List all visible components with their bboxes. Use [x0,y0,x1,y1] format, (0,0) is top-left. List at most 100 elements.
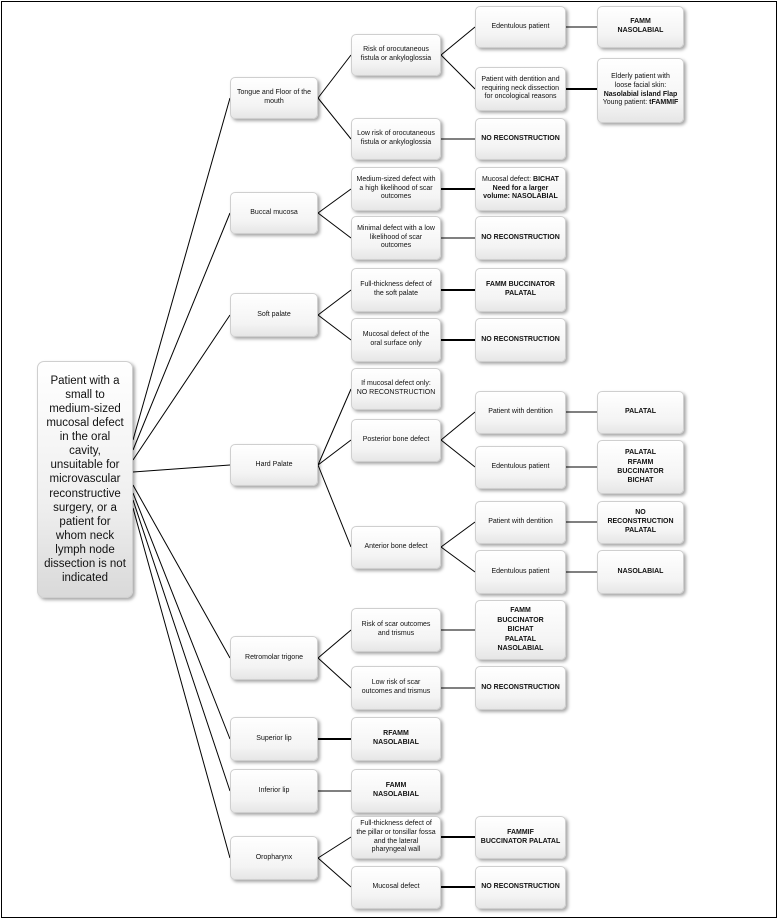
edge-ant-edent [440,546,476,573]
outcome-post-edentulous-line4: BICHAT [627,477,654,485]
outcome-retro-risk-line1: FAMM [510,607,531,615]
cond-buccal-medium-label: Medium-sized defect with a high likeliho… [356,175,436,201]
edge-tongue-low [317,97,352,140]
site-superior-lip: Superior lip [230,717,318,761]
outcome-superior-lip: RFAMM NASOLABIAL [351,717,441,761]
outcome-tongue-dentition: Elderly patient with loose facial skin: … [597,58,684,123]
outcome-tongue-low-label: NO RECONSTRUCTION [481,134,560,142]
site-hard-palate-label: Hard Palate [255,460,293,468]
patient-post-dentition-label: Patient with dentition [488,408,553,416]
cond-buccal-medium: Medium-sized defect with a high likeliho… [351,167,441,211]
outcome-tongue-edentulous: FAMM NASOLABIAL [597,6,684,48]
outcome-tongue-young: Young patient: tFAMMIF [603,99,679,108]
outcome-buccal-medium-line1: Mucosal defect: BICHAT [482,176,559,185]
cond-hard-mucosal: If mucosal defect only: NO RECONSTRUCTIO… [351,368,441,410]
cond-tongue-risk-label: Risk of orocutaneous fistula or ankylogl… [360,46,432,62]
cond-oro-full-label: Full-thickness defect of the pillar or t… [356,820,436,854]
outcome-buccal-minimal: NO RECONSTRUCTION [475,216,566,260]
site-hard-palate: Hard Palate [230,444,318,486]
outcome-buccal-medium: Mucosal defect: BICHAT Need for a larger… [475,167,566,211]
outcome-retro-risk: FAMM BUCCINATOR BICHAT PALATAL NASOLABIA… [475,600,566,660]
cond-soft-full-label: Full-thickness defect of the soft palate [360,281,432,297]
edge-root-hard [132,464,231,473]
patient-tongue-dentition: Patient with dentition and requiring nec… [475,67,566,111]
edge-root-suplip [132,492,231,740]
cond-soft-mucosal-label: Mucosal defect of the oral surface only [362,331,430,347]
edge-retro-low [317,657,352,689]
outcome-tongue-young-prefix: Young patient: [602,99,650,107]
outcome-tongue-elderly-flap: Nasolabial island Flap [603,90,678,98]
edge-hard-anterior [317,464,352,548]
outcome-retro-low: NO RECONSTRUCTION [475,666,566,710]
site-retromolar-label: Retromolar trigone [245,653,303,661]
site-buccal-label: Buccal mucosa [250,208,298,216]
edge-retro-risk [317,629,352,659]
patient-ant-dentition-label: Patient with dentition [488,518,553,526]
cond-retro-low: Low risk of scar outcomes and trismus [351,666,441,710]
outcome-ant-dentition-line1: NO RECONSTRUCTION [607,509,674,526]
patient-tongue-edentulous-label: Edentulous patient [491,22,550,30]
site-oropharynx: Oropharynx [230,836,318,880]
outcome-soft-full: FAMM BUCCINATOR PALATAL [475,268,566,312]
site-retromolar: Retromolar trigone [230,636,318,680]
outcome-retro-risk-line2: BUCCINATOR [497,616,544,624]
edge-tonguerisk-edent [440,26,476,56]
outcome-oro-mucosal: NO RECONSTRUCTION [475,866,566,909]
outcome-retro-low-label: NO RECONSTRUCTION [481,683,560,691]
edge-hard-mucosal [317,388,352,466]
cond-tongue-risk: Risk of orocutaneous fistula or ankylogl… [351,34,441,76]
patient-ant-edentulous-label: Edentulous patient [491,567,550,575]
edge-oro-full [317,836,352,859]
outcome-ant-dentition-line2: PALATAL [624,526,657,534]
outcome-inferior-lip-line2: NASOLABIAL [373,791,419,798]
site-soft-palate-label: Soft palate [257,310,291,318]
outcome-superior-lip-line1: RFAMM [383,730,409,738]
outcome-post-dentition-label: PALATAL [624,408,657,416]
cond-hard-anterior-label: Anterior bone defect [364,543,428,551]
cond-oro-mucosal-label: Mucosal defect [372,883,420,891]
outcome-buccal-mucosal-prefix: Mucosal defect: [482,175,534,183]
outcome-post-edentulous: PALATAL RFAMM BUCCINATOR BICHAT [597,440,684,494]
edge-ant-dent [440,521,476,548]
edge-tongue-risk [317,54,352,99]
site-superior-lip-label: Superior lip [256,734,292,742]
edge-root-inflip [132,499,231,792]
cond-retro-risk: Risk of scar outcomes and trismus [351,608,441,652]
patient-ant-dentition: Patient with dentition [475,501,566,544]
outcome-ant-edentulous: NASOLABIAL [597,550,684,594]
edge-soft-full [317,289,352,316]
outcome-soft-mucosal: NO RECONSTRUCTION [475,318,566,362]
outcome-post-edentulous-line1: PALATAL [624,449,657,457]
outcome-tongue-edentulous-line2: NASOLABIAL [617,27,664,34]
outcome-oro-full-line1: FAMMIF [507,828,534,836]
outcome-retro-risk-line5: NASOLABIAL [497,645,544,653]
edge-root-soft [132,314,231,461]
outcome-oro-full: FAMMIF BUCCINATOR PALATAL [475,816,566,859]
outcome-retro-risk-line3: BICHAT [507,626,534,634]
edge-tonguerisk-dent [440,54,476,90]
outcome-superior-lip-line2: NASOLABIAL [373,739,419,746]
outcome-post-edentulous-line3: BUCCINATOR [617,468,664,475]
cond-buccal-minimal-label: Minimal defect with a low likelihood of … [357,224,435,250]
outcome-tongue-young-flap: tFAMMIF [649,99,679,107]
cond-tongue-low-label: Low risk of orocutaneous fistula or anky… [357,130,435,146]
cond-tongue-low: Low risk of orocutaneous fistula or anky… [351,118,441,160]
edge-root-oro [132,507,231,859]
outcome-ant-edentulous-label: NASOLABIAL [617,567,664,575]
outcome-oro-full-line2: BUCCINATOR PALATAL [480,837,561,845]
cond-oro-mucosal: Mucosal defect [351,866,441,909]
outcome-tongue-low: NO RECONSTRUCTION [475,118,566,160]
cond-hard-posterior-label: Posterior bone defect [362,436,430,444]
edge-root-buccal [132,212,231,451]
outcome-tongue-elderly: Elderly patient with loose facial skin: … [602,73,679,99]
edge-root-tongue [132,97,231,441]
outcome-soft-full-line2: PALATAL [504,290,537,297]
cond-hard-posterior: Posterior bone defect [351,419,441,462]
outcome-post-dentition: PALATAL [597,391,684,434]
edge-soft-mucosal [317,314,352,341]
cond-buccal-minimal: Minimal defect with a low likelihood of … [351,216,441,260]
cond-soft-full: Full-thickness defect of the soft palate [351,268,441,312]
outcome-buccal-minimal-label: NO RECONSTRUCTION [481,233,560,241]
outcome-ant-dentition: NO RECONSTRUCTION PALATAL [597,501,684,544]
